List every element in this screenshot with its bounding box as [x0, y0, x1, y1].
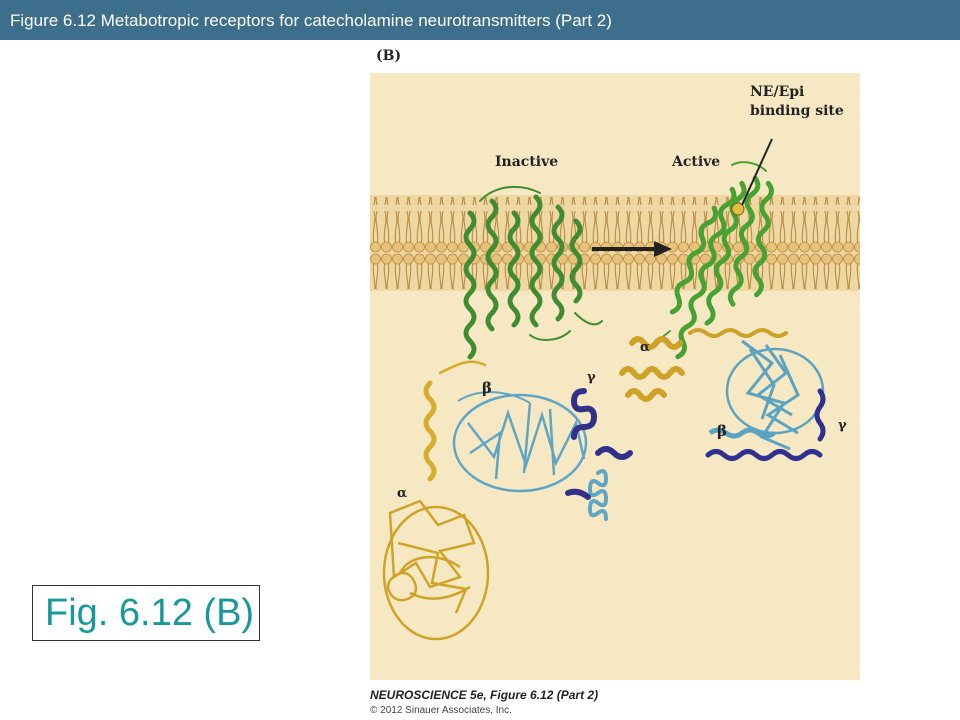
binding-site-pointer — [741, 138, 773, 206]
credit-line: NEUROSCIENCE 5e, Figure 6.12 (Part 2) — [370, 688, 599, 702]
gamma-label-active: γ — [838, 418, 847, 433]
figure-background — [370, 73, 860, 680]
receptor-figure: Inactive Active NE/Epi binding site α γ … — [370, 73, 860, 680]
figure-callout-label: Fig. 6.12 (B) — [45, 592, 255, 634]
binding-site-label-line1: NE/Epi — [750, 84, 804, 100]
beta-label-active: β — [717, 422, 727, 440]
figure-callout-box: Fig. 6.12 (B) — [32, 585, 260, 641]
ligand-molecule — [731, 202, 745, 216]
copyright-line: © 2012 Sinauer Associates, Inc. — [370, 705, 512, 716]
inactive-g-protein — [382, 360, 633, 641]
active-g-protein — [619, 328, 826, 461]
inactive-receptor — [463, 185, 603, 360]
inactive-label: Inactive — [495, 154, 558, 170]
panel-label: (B) — [376, 48, 402, 64]
active-label: Active — [671, 154, 720, 170]
beta-label-left: β — [482, 379, 492, 397]
gamma-label-left: γ — [587, 370, 596, 385]
alpha-label-active: α — [640, 340, 650, 355]
title-bar: Figure 6.12 Metabotropic receptors for c… — [0, 0, 960, 40]
binding-site-label-line2: binding site — [750, 103, 844, 119]
alpha-label-left: α — [397, 486, 407, 501]
receptor-illustration: Inactive Active NE/Epi binding site α γ … — [370, 73, 860, 680]
active-receptor — [654, 161, 774, 360]
activation-arrow — [592, 241, 672, 257]
cell-membrane — [370, 195, 860, 291]
slide-title: Figure 6.12 Metabotropic receptors for c… — [10, 11, 612, 30]
